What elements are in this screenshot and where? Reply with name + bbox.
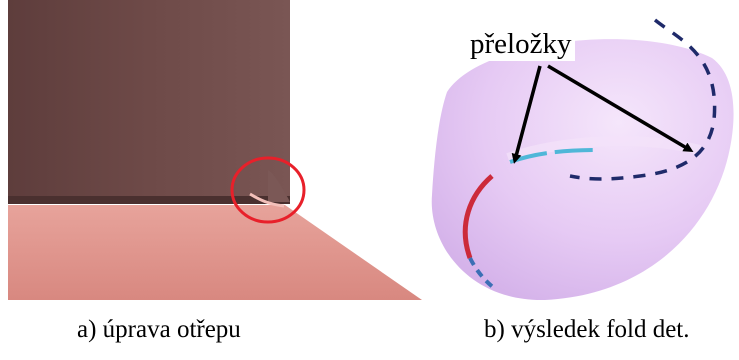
wall-shadow-strip	[8, 196, 290, 204]
inner-rim-highlight	[506, 136, 702, 163]
highlight-circle	[230, 156, 306, 224]
fold-line-navy-right	[569, 18, 717, 181]
caption-panel-a: a) úprava otřepu	[77, 316, 241, 343]
fold-line-blue-lower	[468, 257, 496, 290]
wall-fold-edge	[268, 170, 290, 202]
floor-plane	[8, 205, 422, 300]
vertical-wall	[8, 0, 290, 202]
panel-a-render	[8, 0, 422, 300]
panel-b-render	[431, 18, 734, 301]
callout-arrow-right	[547, 64, 694, 153]
callout-arrow-left	[511, 65, 542, 164]
part-body	[431, 39, 734, 301]
fold-crease	[249, 192, 285, 208]
fold-callout-label: přeložky	[466, 28, 576, 61]
fold-line-red	[462, 174, 494, 259]
caption-panel-b: b) výsledek fold det.	[484, 316, 690, 343]
